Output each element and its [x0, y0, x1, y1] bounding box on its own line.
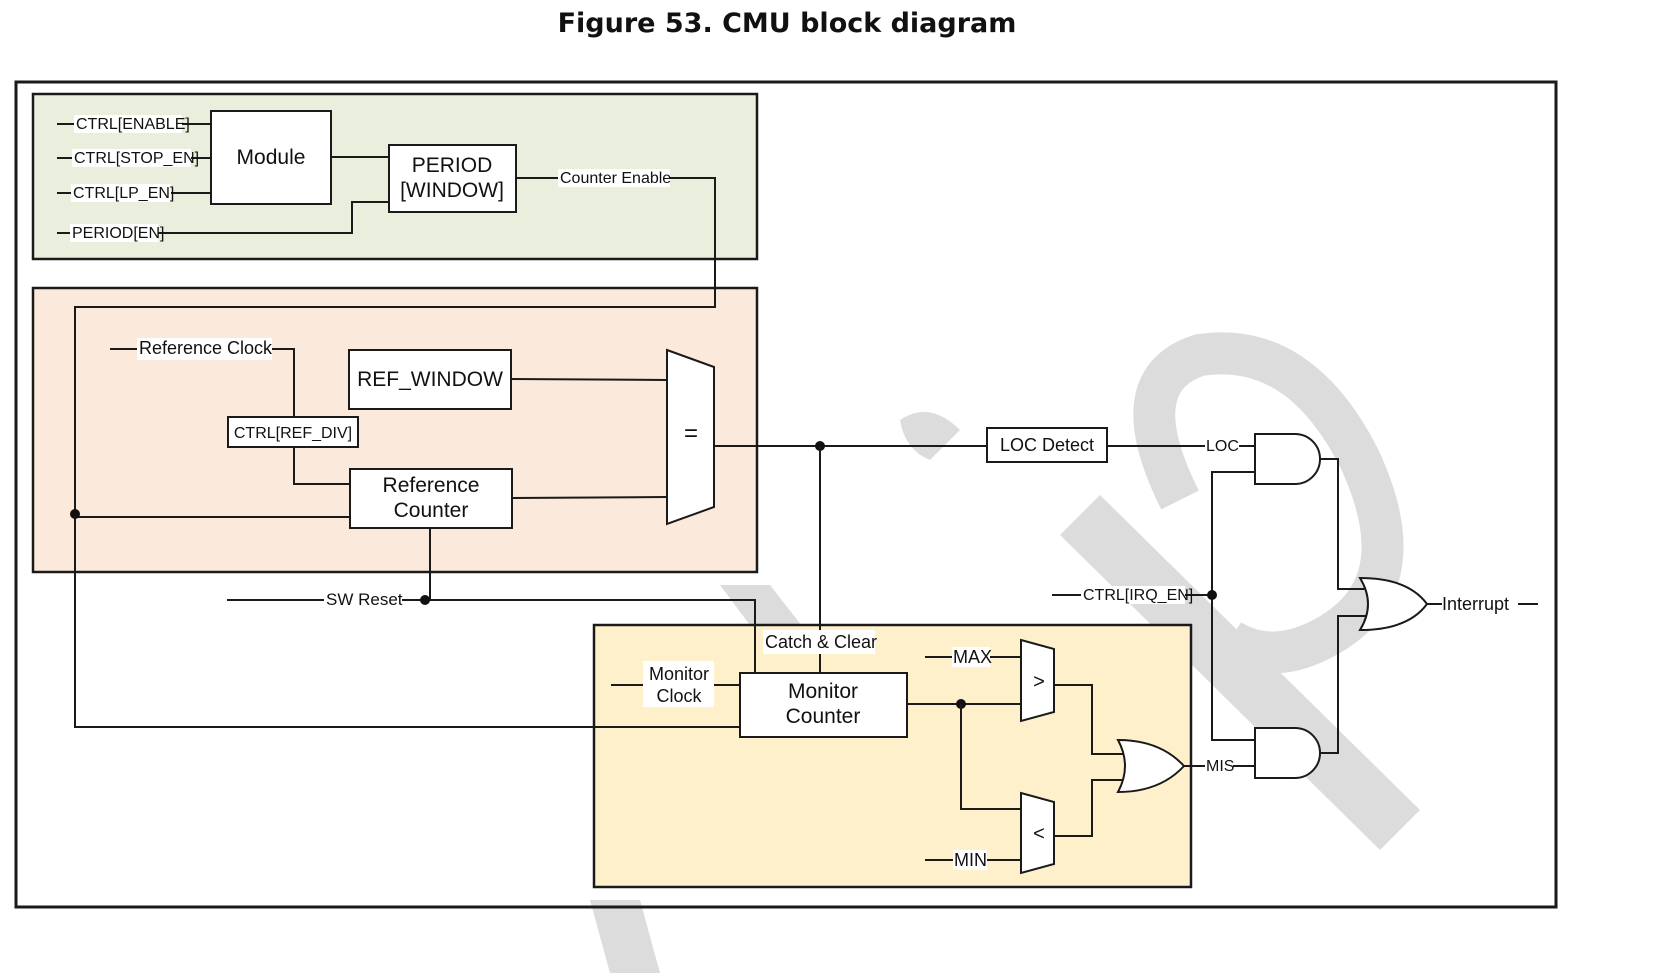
- interrupt-or-gate: [1358, 576, 1429, 632]
- ref-div-label: CTRL[REF_DIV]: [234, 425, 352, 442]
- label-bg: [763, 630, 875, 654]
- label-bg: [558, 169, 670, 187]
- less-symbol: <: [1033, 823, 1045, 845]
- reference-region: [31, 286, 759, 574]
- mis-or-gate: [1116, 738, 1186, 794]
- watermark-stroke-3: [1060, 495, 1420, 850]
- wire-counter-enable: [74, 177, 740, 728]
- reference-counter-block: [349, 468, 513, 529]
- mis-and-gate: [1254, 727, 1321, 779]
- input-label-ctrl-lp-en: CTRL[LP_EN]: [73, 185, 174, 202]
- sw-reset-label: SW Reset: [326, 590, 403, 609]
- wire-sw-reset: [227, 599, 756, 672]
- input-label-ctrl-enable: CTRL[ENABLE]: [76, 116, 190, 133]
- interrupt-label: Interrupt: [1442, 594, 1509, 614]
- monitor-clock-label-1: Monitor: [649, 664, 709, 684]
- input-label-period-en: PERIOD[EN]: [72, 225, 164, 242]
- junction-dot: [1207, 590, 1217, 600]
- reference-counter-label-1: Reference: [383, 474, 480, 497]
- wire-div-to-counter: [293, 446, 350, 485]
- label-bg: [71, 184, 171, 202]
- wire-loc-and-to-or: [1320, 458, 1370, 590]
- watermark-dot: [900, 412, 960, 460]
- wire-mis-and-to-or: [1320, 615, 1370, 754]
- counter-enable-label: Counter Enable: [560, 170, 671, 187]
- label-bg: [1205, 757, 1233, 775]
- reference-counter-label-2: Counter: [394, 499, 469, 522]
- less-comparator: [1020, 791, 1055, 875]
- label-bg: [72, 149, 191, 167]
- label-bg: [70, 224, 158, 242]
- ref-div-block: [227, 416, 359, 448]
- monitor-counter-label-2: Counter: [786, 705, 861, 728]
- label-bg: [1081, 586, 1185, 604]
- module-block-label: Module: [237, 146, 306, 169]
- greater-comparator: [1020, 638, 1055, 723]
- wire-ref-window-to-cmp: [509, 378, 668, 381]
- loc-detect-block: [986, 427, 1108, 463]
- figure-title: Figure 53. CMU block diagram: [557, 8, 1017, 39]
- enable-section: CTRL[ENABLE] CTRL[STOP_EN] CTRL[LP_EN] P…: [57, 110, 740, 728]
- max-label: MAX: [953, 647, 992, 667]
- equal-comparator-symbol: =: [684, 420, 698, 447]
- wire-gt-to-or: [1054, 684, 1125, 755]
- wire-ref-counter-to-cmp: [511, 496, 668, 499]
- equal-comparator: [666, 348, 715, 526]
- label-bg: [137, 338, 272, 360]
- label-bg: [952, 647, 990, 667]
- label-bg: [643, 661, 714, 707]
- monitor-clock-label-2: Clock: [656, 686, 702, 706]
- period-window-block: [388, 144, 517, 213]
- junction-dot: [70, 509, 80, 519]
- outer-frame: [14, 80, 1558, 909]
- greater-symbol: >: [1033, 671, 1045, 693]
- min-label: MIN: [954, 850, 987, 870]
- loc-label: LOC: [1206, 438, 1239, 455]
- ref-window-block: [348, 349, 512, 410]
- label-bg: [74, 115, 182, 133]
- period-block-label-1: PERIOD: [412, 154, 493, 177]
- wire-irq-en-bus: [1211, 471, 1255, 741]
- watermark-loop: [1133, 332, 1404, 674]
- loc-and-gate: [1254, 433, 1321, 485]
- monitor-section: Catch & Clear Monitor Clock Monitor Coun…: [611, 630, 1186, 875]
- module-block: [210, 110, 332, 205]
- wire-lt-to-or: [1054, 779, 1125, 837]
- loc-detect-label: LOC Detect: [1000, 435, 1094, 455]
- label-bg: [324, 589, 402, 609]
- wire-counter-to-lt: [960, 704, 1021, 810]
- period-block-label-2: [WINDOW]: [400, 179, 504, 202]
- catch-clear-label: Catch & Clear: [765, 632, 877, 652]
- reference-section: Reference Clock CTRL[REF_DIV] REF_WINDOW…: [70, 338, 715, 529]
- ref-window-label: REF_WINDOW: [357, 368, 503, 391]
- input-label-ctrl-stop-en: CTRL[STOP_EN]: [74, 150, 199, 167]
- monitor-counter-label-1: Monitor: [788, 680, 858, 703]
- irq-enable-label: CTRL[IRQ_EN]: [1083, 587, 1193, 604]
- label-bg: [953, 850, 987, 870]
- junction-dot: [420, 595, 430, 605]
- reference-clock-label: Reference Clock: [139, 338, 273, 358]
- wire-period-en: [57, 201, 390, 234]
- watermark-stroke-2: [590, 900, 660, 973]
- label-bg: [1205, 437, 1239, 455]
- mis-label: MIS: [1206, 758, 1234, 775]
